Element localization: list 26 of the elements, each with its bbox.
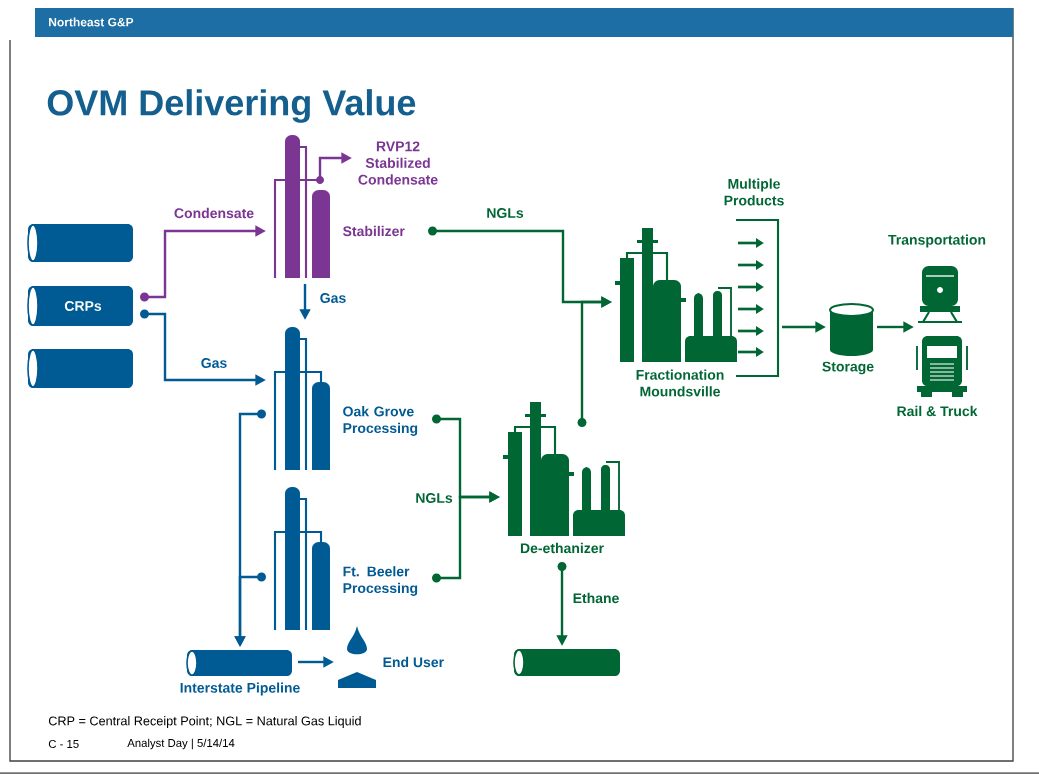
- node-label: Storage: [822, 361, 874, 375]
- node-label: Fractionation Moundsville: [636, 369, 724, 397]
- node-label: Oak Grove Processing: [343, 406, 418, 436]
- node-label: Multiple Products: [724, 178, 784, 206]
- pipeline-drawing: [27, 224, 133, 262]
- node-label: Ft. Beeler Processing: [343, 566, 418, 596]
- edge-label: Gas: [318, 291, 348, 305]
- node-label: End User: [383, 656, 444, 668]
- node-label: De-ethanizer: [520, 542, 604, 554]
- footer-text: Analyst Day | 5/14/14: [127, 738, 235, 750]
- edge-label: NGLs: [485, 206, 525, 220]
- node-label: CRPs: [64, 301, 102, 311]
- edge-label: Ethane: [571, 591, 621, 605]
- pipeline-drawing: [27, 349, 133, 388]
- edge-label: Gas: [199, 356, 229, 370]
- node-label: Rail & Truck: [897, 405, 978, 417]
- header-text: Northeast G&P: [49, 17, 134, 27]
- edge-label: NGLs: [414, 491, 454, 505]
- node-label: Interstate Pipeline: [180, 682, 300, 696]
- edge-label: Condensate: [172, 206, 256, 220]
- pipeline-drawing: [513, 649, 620, 676]
- slide-title: OVM Delivering Value: [47, 89, 416, 123]
- page-number: C - 15: [48, 740, 79, 748]
- node-label: Transportation: [888, 234, 986, 248]
- footnote: CRP = Central Receipt Point; NGL = Natural Gas Liquid: [48, 716, 361, 728]
- node-label: Stabilizer: [343, 225, 405, 237]
